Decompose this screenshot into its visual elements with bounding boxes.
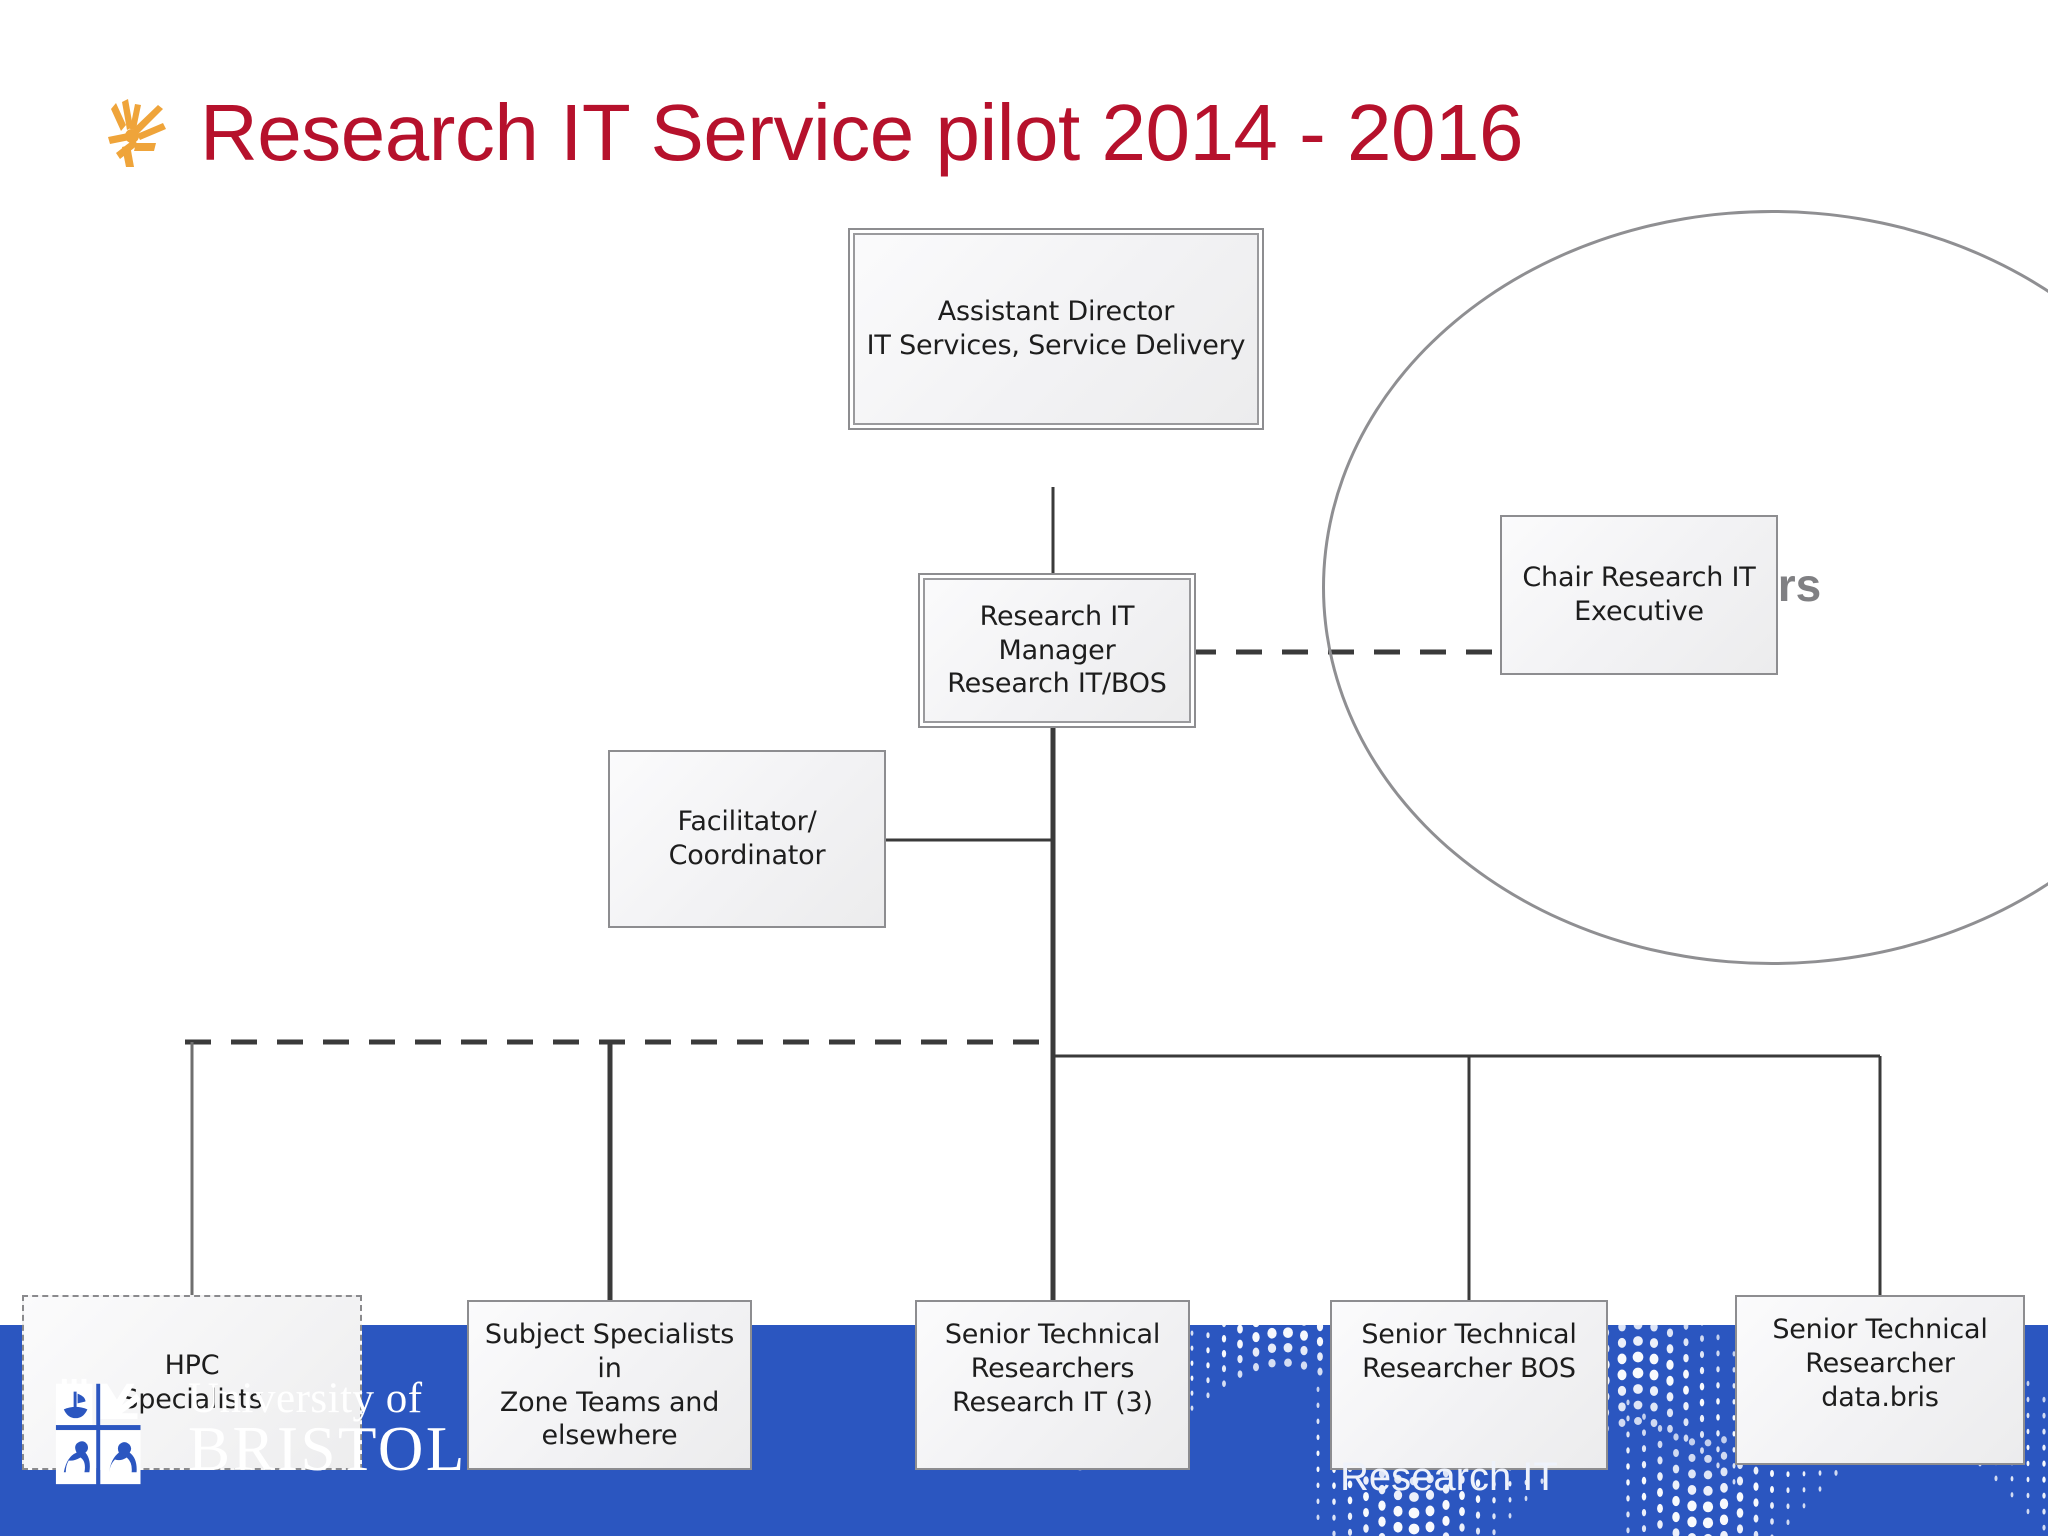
university-wordmark: University of BRISTOL: [188, 1375, 467, 1485]
node-subject-specialists[interactable]: Subject Specialists in Zone Teams and el…: [467, 1300, 752, 1470]
node-assistant-director-label: Assistant Director IT Services, Service …: [866, 296, 1246, 361]
bristol-crest-icon: [55, 1378, 141, 1485]
node-subject-specialists-label: Subject Specialists in Zone Teams and el…: [484, 1319, 735, 1452]
org-chart: Researchers: [0, 200, 2048, 1470]
node-senior-technical-researcher-databris[interactable]: Senior Technical Researcher data.bris: [1735, 1295, 2025, 1465]
node-chair-research-it-executive-label: Chair Research IT Executive: [1522, 562, 1756, 627]
node-chair-research-it-executive[interactable]: Chair Research IT Executive: [1500, 515, 1778, 675]
node-senior-technical-researcher-bos-label: Senior Technical Researcher BOS: [1361, 1319, 1577, 1384]
university-name-line1: University of: [188, 1375, 423, 1423]
node-research-it-manager[interactable]: Research IT Manager Research IT/BOS: [918, 573, 1196, 728]
node-senior-technical-researcher-databris-label: Senior Technical Researcher data.bris: [1772, 1314, 1988, 1413]
node-research-it-manager-label: Research IT Manager Research IT/BOS: [947, 600, 1167, 700]
footer-caption: Research IT: [1340, 1455, 1558, 1499]
node-facilitator-coordinator[interactable]: Facilitator/ Coordinator: [608, 750, 886, 928]
slide-title-row: Research IT Service pilot 2014 - 2016: [100, 78, 1523, 188]
node-hpc-specialists-label: HPC Specialists: [121, 1349, 263, 1415]
node-facilitator-coordinator-label: Facilitator/ Coordinator: [668, 806, 826, 871]
connector-lines: [185, 487, 1882, 1313]
node-assistant-director[interactable]: Assistant Director IT Services, Service …: [848, 228, 1264, 430]
bristol-sun-burst-icon: [108, 99, 166, 167]
page-title: Research IT Service pilot 2014 - 2016: [200, 88, 1523, 177]
node-senior-technical-researchers-research-it-label: Senior Technical Researchers Research IT…: [944, 1319, 1161, 1418]
university-logo: University of BRISTOL: [52, 1370, 467, 1488]
node-senior-technical-researchers-research-it[interactable]: Senior Technical Researchers Research IT…: [915, 1300, 1190, 1470]
node-senior-technical-researcher-bos[interactable]: Senior Technical Researcher BOS: [1330, 1300, 1608, 1470]
university-name-line2: BRISTOL: [188, 1414, 467, 1485]
node-hpc-specialists[interactable]: HPC Specialists: [22, 1295, 362, 1470]
